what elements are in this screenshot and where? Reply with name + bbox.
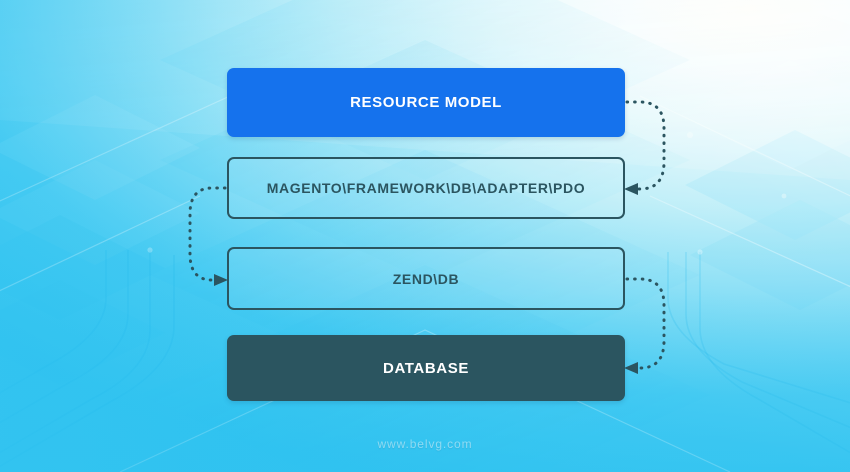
diagram-node-magento-framework-db-adapter-pdo[interactable]: MAGENTO\FRAMEWORK\DB\ADAPTER\PDO bbox=[227, 157, 625, 219]
diagram-node-database-label: DATABASE bbox=[383, 359, 469, 377]
diagram-node-resource-model[interactable]: RESOURCE MODEL bbox=[227, 68, 625, 137]
watermark: www.belvg.com bbox=[377, 437, 473, 451]
diagram-node-zend-db[interactable]: ZEND\DB bbox=[227, 247, 625, 310]
diagram-node-database[interactable]: DATABASE bbox=[227, 335, 625, 401]
diagram-node-zend-db-label: ZEND\DB bbox=[392, 270, 460, 287]
diagram-node-magento-framework-db-adapter-pdo-label: MAGENTO\FRAMEWORK\DB\ADAPTER\PDO bbox=[266, 180, 586, 196]
diagram-node-resource-model-label: RESOURCE MODEL bbox=[350, 94, 502, 111]
